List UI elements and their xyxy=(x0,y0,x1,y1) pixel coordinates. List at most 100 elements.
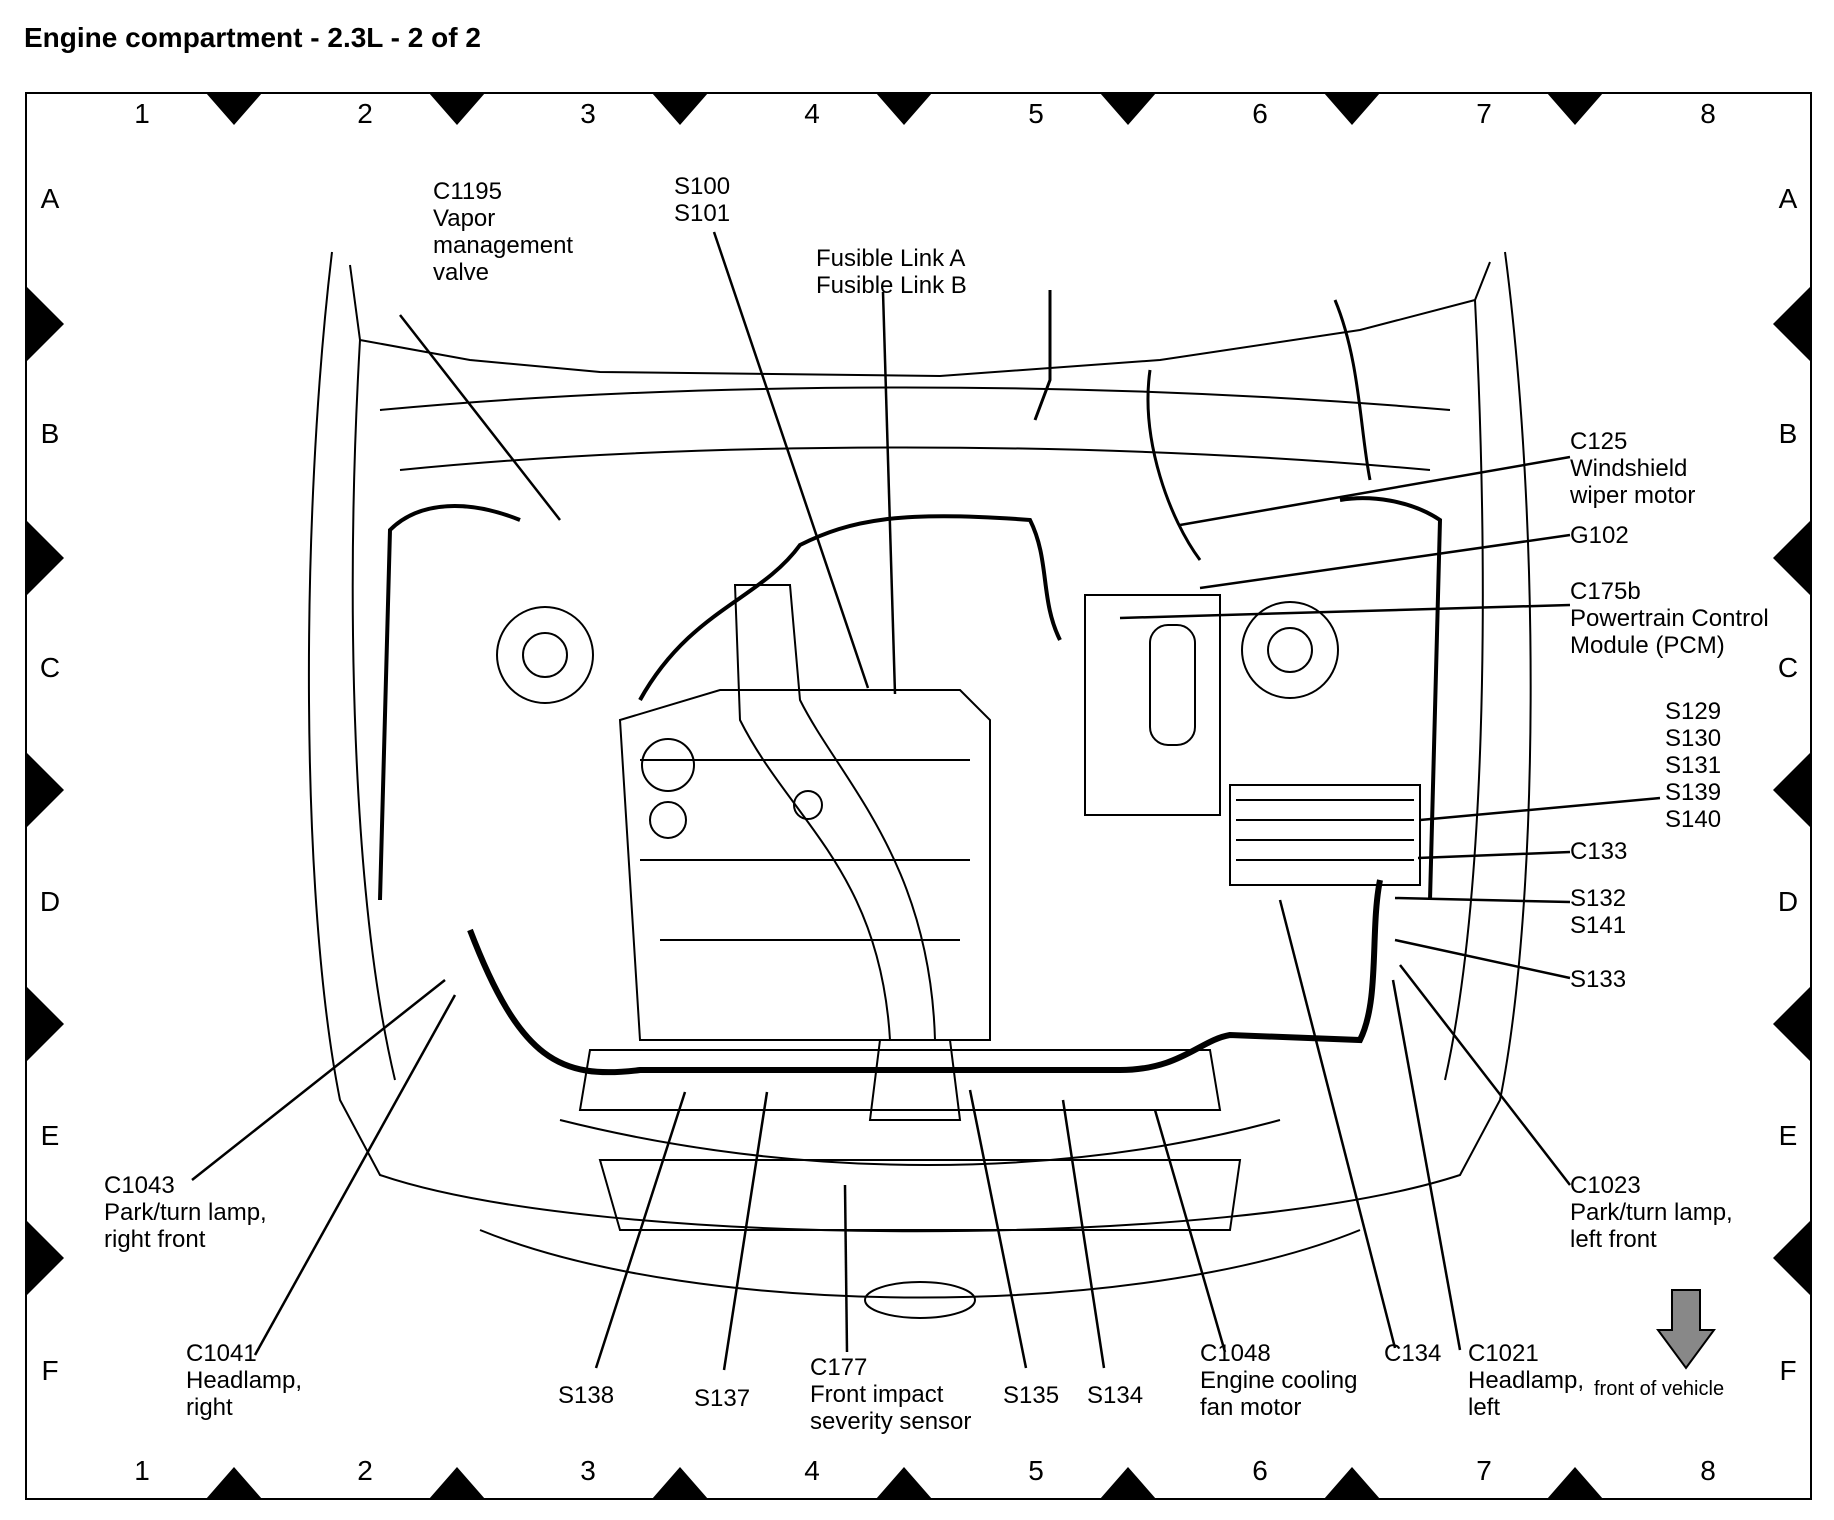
row-label-e-left: E xyxy=(40,1120,60,1151)
callout-line: C1048 xyxy=(1200,1340,1271,1367)
row-label-a-right: A xyxy=(1778,183,1798,214)
callout-line: C177 xyxy=(810,1354,868,1381)
bottom-zone-markers xyxy=(206,1467,1603,1499)
callout-line: S129 xyxy=(1665,698,1722,725)
callout-line: S132 xyxy=(1570,885,1627,912)
top-zone-markers xyxy=(206,93,1603,125)
front-of-vehicle-arrow xyxy=(1656,1289,1716,1370)
callout-s133: S133 xyxy=(1570,966,1626,993)
row-label-c-right: C xyxy=(1777,652,1799,683)
callout-line: right xyxy=(186,1394,233,1421)
callout-c1041: C1041 Headlamp, right xyxy=(186,1340,302,1421)
callout-line: C1041 xyxy=(186,1340,257,1367)
callout-line: Front impact xyxy=(810,1381,944,1408)
callout-s134: S134 xyxy=(1087,1382,1143,1409)
col-label-4-top: 4 xyxy=(804,98,820,129)
col-label-6-bottom: 6 xyxy=(1252,1455,1268,1486)
row-label-b-right: B xyxy=(1778,418,1798,449)
callout-line: C133 xyxy=(1570,838,1628,865)
callout-line: C125 xyxy=(1570,428,1628,455)
col-label-5-top: 5 xyxy=(1028,98,1044,129)
callout-line: Headlamp, xyxy=(1468,1367,1585,1394)
right-zone-markers xyxy=(1773,286,1811,1296)
callout-c1021: C1021 Headlamp, left xyxy=(1468,1340,1584,1421)
row-label-f-left: F xyxy=(41,1355,59,1386)
callout-line: Park/turn lamp, xyxy=(104,1199,267,1226)
callout-line: left xyxy=(1468,1394,1501,1421)
callout-line: S140 xyxy=(1665,806,1722,833)
callout-line: fan motor xyxy=(1200,1394,1302,1421)
callout-line: valve xyxy=(433,259,490,286)
callout-c1043: C1043 Park/turn lamp, right front xyxy=(104,1172,267,1253)
callout-c175b: C175b Powertrain Control Module (PCM) xyxy=(1570,578,1769,659)
callout-line: Vapor xyxy=(433,205,496,232)
row-label-f-right: F xyxy=(1779,1355,1797,1386)
callout-c125: C125 Windshield wiper motor xyxy=(1570,428,1695,509)
leader-lines xyxy=(191,231,1661,1371)
row-label-a-left: A xyxy=(40,183,60,214)
page-title: Engine compartment - 2.3L - 2 of 2 xyxy=(24,22,481,53)
callout-s137: S137 xyxy=(694,1385,750,1412)
col-label-8-bottom: 8 xyxy=(1700,1455,1716,1486)
callout-s132-s141: S132 S141 xyxy=(1570,885,1626,939)
callout-line: right front xyxy=(104,1226,206,1253)
callout-line: Fusible Link B xyxy=(816,272,967,299)
callout-c177: C177 Front impact severity sensor xyxy=(810,1354,971,1435)
callout-s129-group: S129 S130 S131 S139 S140 xyxy=(1665,698,1721,833)
callout-line: Fusible Link A xyxy=(816,245,966,272)
callout-line: S134 xyxy=(1087,1382,1144,1409)
callout-line: S101 xyxy=(674,200,731,227)
col-label-4-bottom: 4 xyxy=(804,1455,820,1486)
grid-frame xyxy=(25,92,1812,1500)
callout-line: Engine cooling xyxy=(1200,1367,1358,1394)
col-label-6-top: 6 xyxy=(1252,98,1268,129)
callout-c1195: C1195 Vapor management valve xyxy=(433,178,573,286)
callout-line: Headlamp, xyxy=(186,1367,303,1394)
callout-line: S100 xyxy=(674,173,731,200)
row-label-d-right: D xyxy=(1777,886,1799,917)
col-label-2-bottom: 2 xyxy=(357,1455,373,1486)
callout-line: wiper motor xyxy=(1570,482,1696,509)
callout-line: S133 xyxy=(1570,966,1627,993)
callout-s100-s101: S100 S101 xyxy=(674,173,730,227)
callout-c133: C133 xyxy=(1570,838,1627,865)
col-label-5-bottom: 5 xyxy=(1028,1455,1044,1486)
front-of-vehicle-label: front of vehicle xyxy=(1594,1378,1725,1400)
callout-line: severity sensor xyxy=(810,1408,972,1435)
callout-line: S139 xyxy=(1665,779,1722,806)
callout-c1023: C1023 Park/turn lamp, left front xyxy=(1570,1172,1733,1253)
callout-s138: S138 xyxy=(558,1382,614,1409)
col-label-3-top: 3 xyxy=(580,98,596,129)
row-label-c-left: C xyxy=(39,652,61,683)
callout-s135: S135 xyxy=(1003,1382,1059,1409)
left-zone-markers xyxy=(26,286,64,1296)
callout-line: S135 xyxy=(1003,1382,1060,1409)
callout-line: S130 xyxy=(1665,725,1722,752)
callout-line: left front xyxy=(1570,1226,1657,1253)
callout-line: C1043 xyxy=(104,1172,175,1199)
callout-c134: C134 xyxy=(1384,1340,1441,1367)
callout-c1048: C1048 Engine cooling fan motor xyxy=(1200,1340,1357,1421)
col-label-1-bottom: 1 xyxy=(134,1455,150,1486)
col-label-2-top: 2 xyxy=(357,98,373,129)
callout-line: Module (PCM) xyxy=(1570,632,1725,659)
vehicle-outline xyxy=(307,251,1532,1319)
callout-line: C1023 xyxy=(1570,1172,1641,1199)
col-label-3-bottom: 3 xyxy=(580,1455,596,1486)
callout-line: S138 xyxy=(558,1382,615,1409)
callout-line: Windshield xyxy=(1570,455,1688,482)
row-label-d-left: D xyxy=(39,886,61,917)
callout-line: Powertrain Control xyxy=(1570,605,1769,632)
callout-line: G102 xyxy=(1570,522,1629,549)
row-label-b-left: B xyxy=(40,418,60,449)
callout-line: C175b xyxy=(1570,578,1641,605)
col-label-7-bottom: 7 xyxy=(1476,1455,1492,1486)
col-label-7-top: 7 xyxy=(1476,98,1492,129)
col-label-1-top: 1 xyxy=(134,98,150,129)
col-label-8-top: 8 xyxy=(1700,98,1716,129)
row-label-e-right: E xyxy=(1778,1120,1798,1151)
callout-line: S141 xyxy=(1570,912,1627,939)
callout-g102: G102 xyxy=(1570,522,1629,549)
callout-line: C1021 xyxy=(1468,1340,1539,1367)
